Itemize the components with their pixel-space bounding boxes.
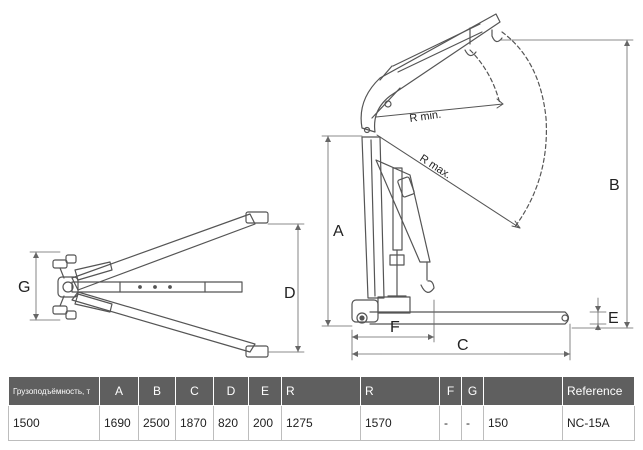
cell-b: 2500 (138, 405, 176, 441)
cell-d: 820 (213, 405, 249, 441)
label-b: B (609, 177, 620, 194)
cell-e: 200 (248, 405, 282, 441)
label-g: G (18, 279, 30, 296)
side-view (351, 13, 570, 325)
cell-r-min: 1275 (281, 405, 361, 441)
col-header-r-min: R (281, 376, 361, 406)
col-header-g: G (461, 376, 484, 406)
cell-f: - (439, 405, 462, 441)
spec-data-row: 1500 1690 2500 1870 820 200 1275 1570 - … (8, 405, 635, 441)
cell-a: 1690 (99, 405, 139, 441)
top-view (52, 211, 269, 358)
col-header-c: C (175, 376, 214, 406)
label-d: D (284, 285, 296, 302)
col-header-e: E (248, 376, 282, 406)
spec-table: Грузоподъёмность, т A B C D E R R F G Re… (8, 376, 635, 441)
col-header-capacity: Грузоподъёмность, т (8, 376, 100, 406)
label-r-max: R max. (417, 152, 453, 181)
col-header-f: F (439, 376, 462, 406)
label-a: A (333, 223, 344, 240)
label-r-min: R min. (409, 109, 442, 125)
dimension-lines (29, 39, 634, 361)
cell-reference: NC-15A (562, 405, 635, 441)
col-header-r-max: R (360, 376, 440, 406)
col-header-d: D (213, 376, 249, 406)
col-header-a: A (99, 376, 139, 406)
cell-capacity: 1500 (8, 405, 100, 441)
col-header-reference: Reference (562, 376, 635, 406)
label-f: F (390, 319, 400, 336)
cell-g: - (461, 405, 484, 441)
col-header-blank (483, 376, 563, 406)
col-header-b: B (138, 376, 176, 406)
cell-extra: 150 (483, 405, 563, 441)
label-e: E (608, 310, 619, 327)
cell-c: 1870 (175, 405, 214, 441)
spec-header-row: Грузоподъёмность, т A B C D E R R F G Re… (8, 376, 635, 406)
label-c: C (457, 337, 469, 354)
crane-diagram: G D A B E F C R min. R max. (18, 13, 634, 361)
cell-r-max: 1570 (360, 405, 440, 441)
